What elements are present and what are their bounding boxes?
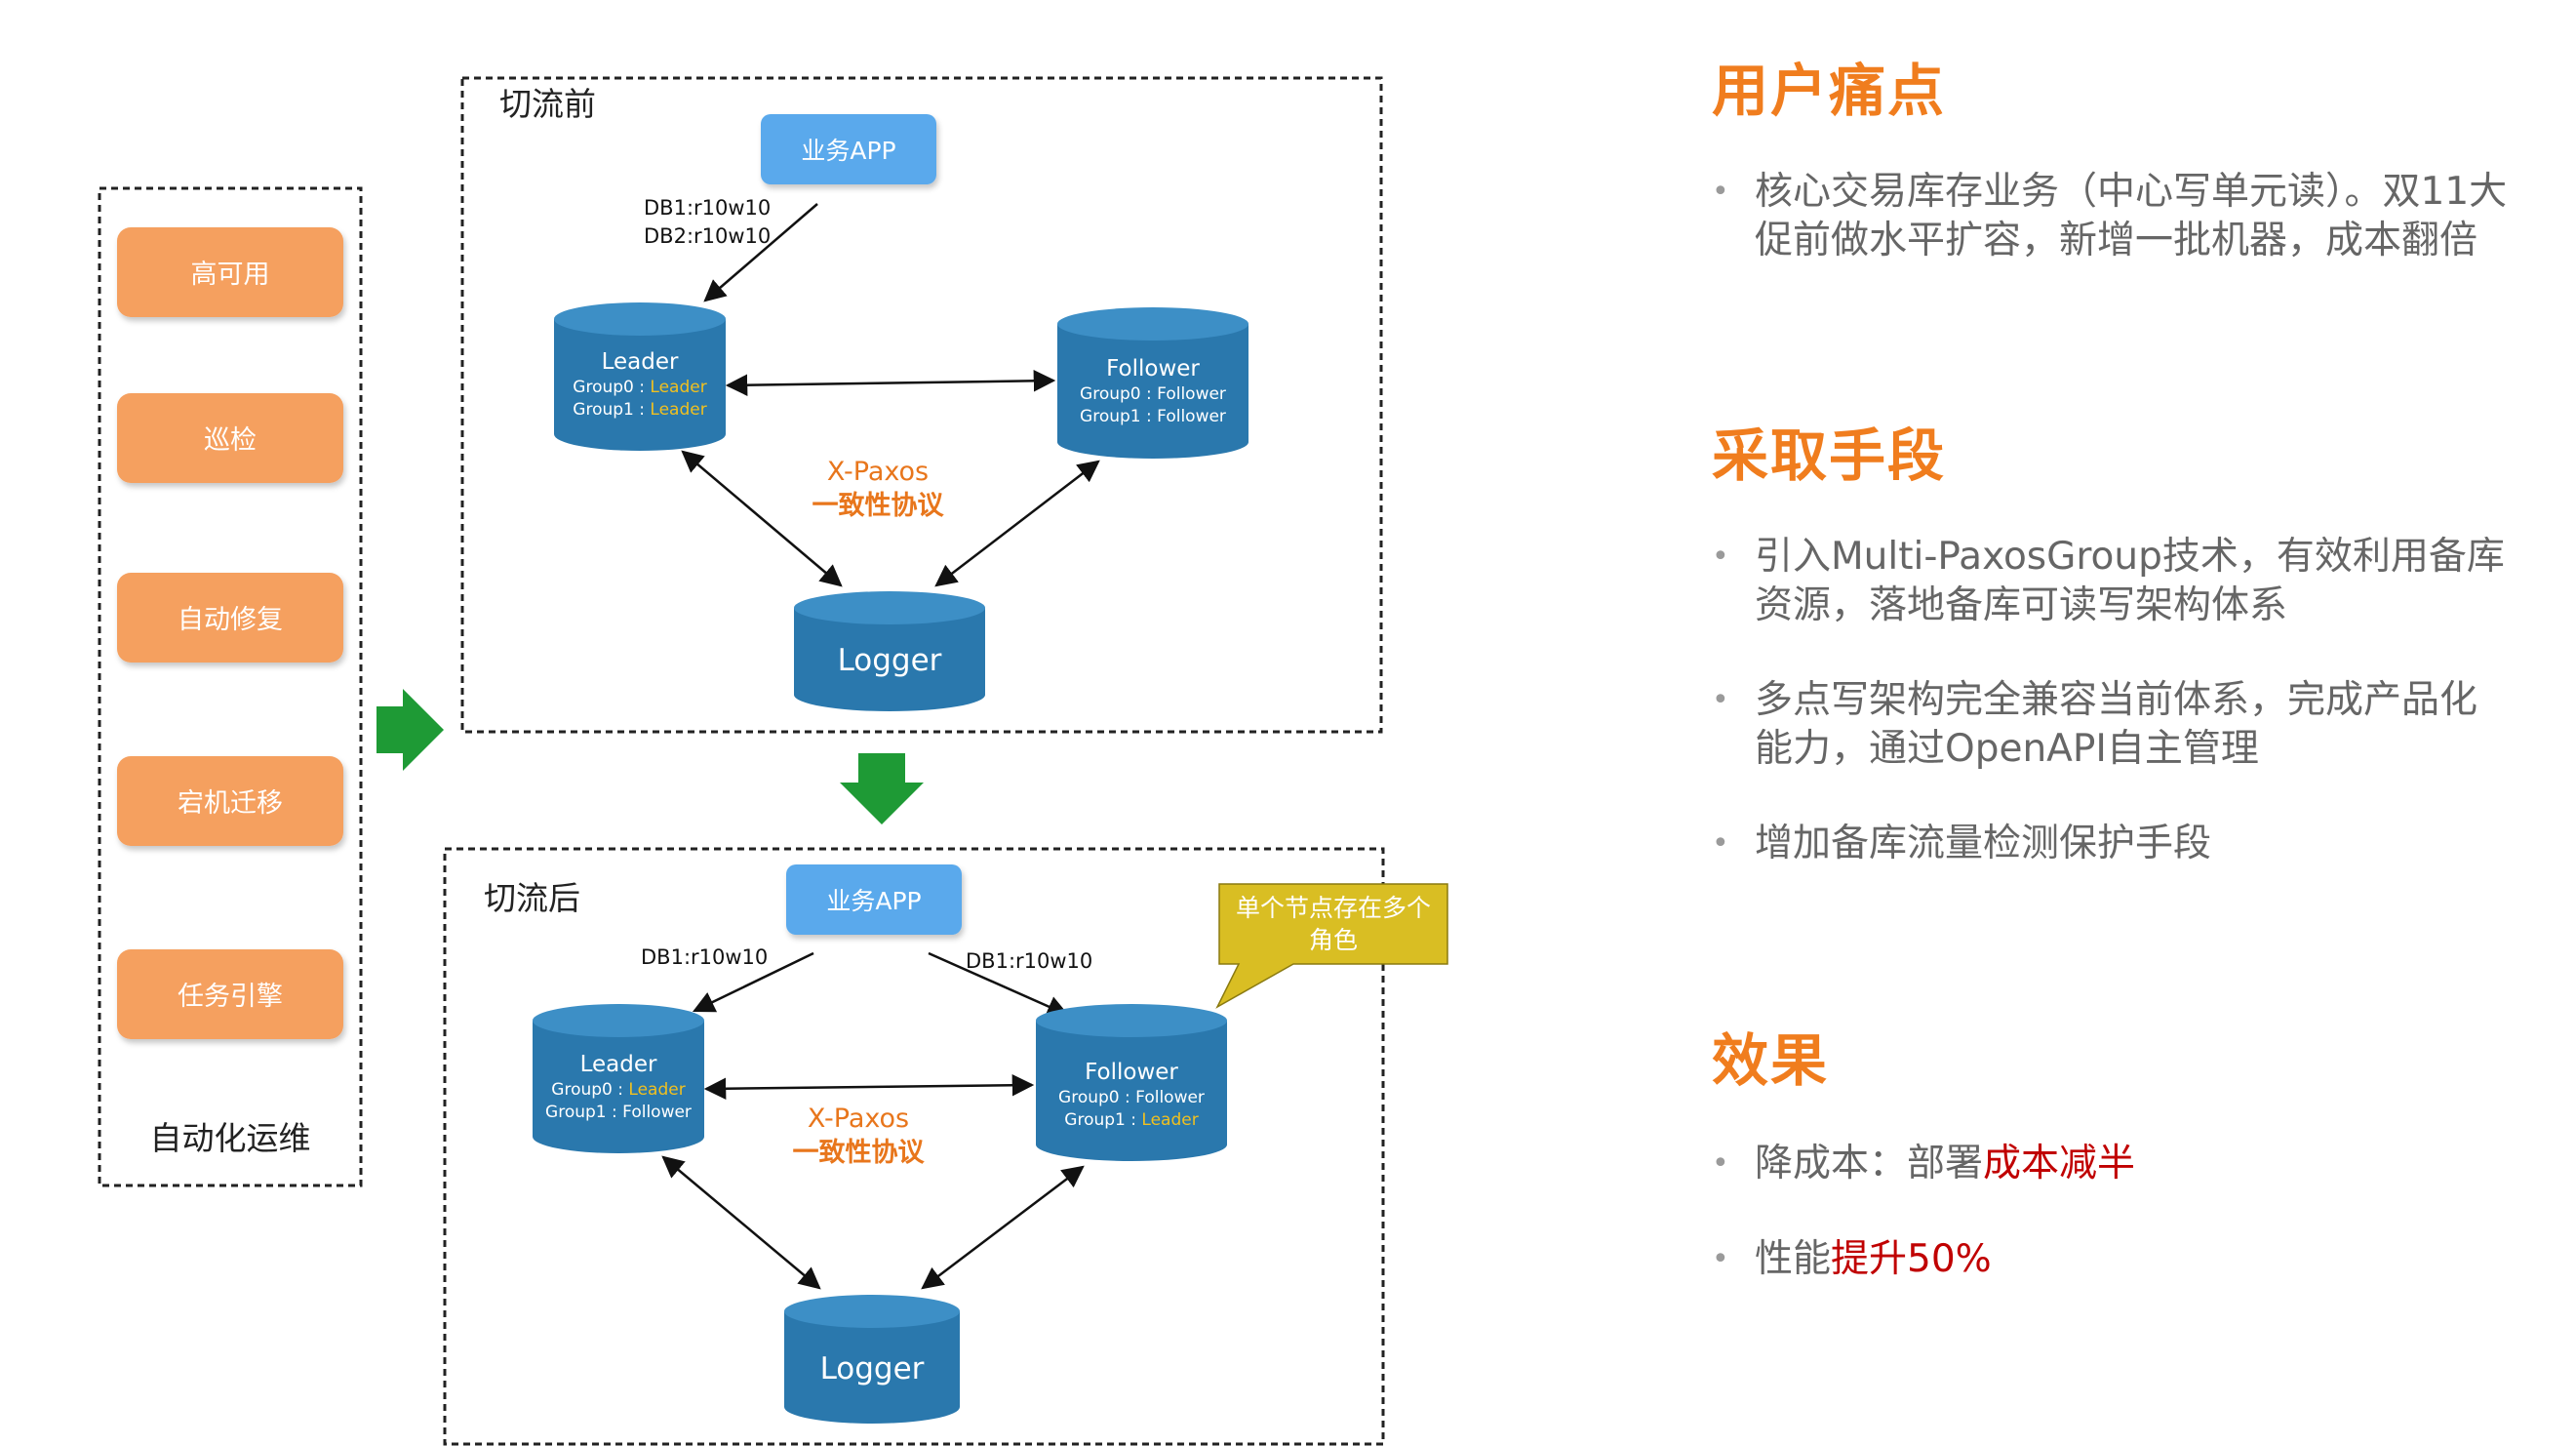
paxos-arrow — [661, 1155, 821, 1290]
logger-db: Logger — [794, 591, 985, 711]
frame-title: 切流前 — [499, 85, 596, 123]
app-box: 业务APP — [761, 114, 936, 184]
route-label: DB1:r10w10 — [644, 196, 771, 220]
callout-bubble: 单个节点存在多个 角色 — [1215, 883, 1448, 1009]
db-group0: Group0 : Leader — [573, 378, 706, 397]
ops-item-task-engine: 任务引擎 — [117, 949, 343, 1039]
ops-item-label: 任务引擎 — [178, 982, 283, 1012]
bullet-dot-icon: • — [1712, 1242, 1729, 1276]
green-arrow-right-icon — [376, 689, 444, 771]
db-title: Follower — [1085, 1060, 1178, 1085]
follower-db: Follower Group0 : Follower Group1 : Foll… — [1057, 307, 1248, 459]
before-frame: 切流前 业务APP DB1:r10w10 DB2:r10w10 Leader G… — [460, 76, 1383, 734]
right-panel: 用户痛点 • 核心交易库存业务（中心写单元读）。双11大促前做水平扩容，新增一批… — [1712, 0, 2551, 1446]
ops-item-label: 自动修复 — [178, 605, 283, 635]
ops-item-label: 巡检 — [204, 425, 257, 456]
db-group1: Group1 : Leader — [573, 400, 706, 420]
paxos-arrow — [921, 1165, 1085, 1290]
db-title: Logger — [820, 1351, 925, 1386]
replication-arrow — [725, 370, 1056, 396]
ops-item-inspection: 巡检 — [117, 393, 343, 483]
db-title: Leader — [602, 349, 679, 375]
db-title: Logger — [838, 643, 942, 678]
paxos-arrow — [681, 450, 843, 587]
after-frame: 切流后 业务APP DB1:r10w10 DB1:r10w10 Leader G… — [443, 847, 1448, 1446]
leader-db: Leader Group0 : Leader Group1 : Follower — [533, 1004, 704, 1153]
callout-line: 单个节点存在多个 — [1236, 894, 1431, 922]
route-arrow — [928, 951, 1070, 1018]
db-group1: Group1 : Follower — [1080, 407, 1226, 426]
paxos-arrow — [934, 460, 1100, 587]
route-label: DB2:r10w10 — [644, 224, 771, 248]
measure-bullet: • 多点写架构完全兼容当前体系，完成产品化能力，通过OpenAPI自主管理 — [1712, 678, 2478, 771]
route-label: DB1:r10w10 — [966, 949, 1092, 973]
db-title: Follower — [1106, 356, 1200, 382]
app-box: 业务APP — [786, 864, 962, 935]
callout-line: 角色 — [1309, 926, 1358, 954]
ops-panel: 高可用 巡检 自动修复 宕机迁移 任务引擎 自动化运维 — [98, 186, 363, 1187]
ops-item-high-availability: 高可用 — [117, 227, 343, 317]
db-group1: Group1 : Leader — [1064, 1110, 1198, 1130]
measure-title: 采取手段 — [1712, 422, 1947, 489]
measure-bullet: • 增加备库流量检测保护手段 — [1712, 820, 2512, 868]
follower-db: Follower Group0 : Follower Group1 : Lead… — [1036, 1004, 1227, 1161]
bullet-dot-icon: • — [1712, 175, 1729, 209]
route-arrow — [692, 951, 814, 1013]
effect-bullet: • 降成本：部署成本减半 — [1712, 1140, 2512, 1188]
ops-item-auto-repair: 自动修复 — [117, 573, 343, 663]
bullet-dot-icon: • — [1712, 826, 1729, 861]
ops-panel-caption: 自动化运维 — [150, 1119, 311, 1157]
db-group0: Group0 : Leader — [551, 1080, 685, 1100]
route-arrow — [703, 203, 818, 302]
db-title: Leader — [580, 1052, 657, 1077]
route-label: DB1:r10w10 — [641, 945, 768, 969]
db-group1: Group1 : Follower — [545, 1103, 692, 1122]
pain-title: 用户痛点 — [1712, 58, 1947, 124]
frame-title: 切流后 — [484, 879, 580, 917]
leader-db: Leader Group0 : Leader Group1 : Leader — [554, 302, 726, 451]
ops-item-label: 高可用 — [191, 260, 270, 290]
effect-title: 效果 — [1712, 1027, 1830, 1094]
bullet-dot-icon: • — [1712, 1146, 1729, 1181]
effect-highlight: 成本减半 — [1983, 1142, 2136, 1185]
db-group0: Group0 : Follower — [1058, 1088, 1205, 1107]
green-arrow-down-icon — [840, 753, 924, 824]
ops-item-label: 宕机迁移 — [178, 788, 283, 819]
replication-arrow — [703, 1073, 1035, 1101]
effect-highlight: 提升50% — [1831, 1237, 1992, 1281]
db-group0: Group0 : Follower — [1080, 384, 1226, 404]
app-label: 业务APP — [826, 887, 921, 915]
bullet-dot-icon: • — [1712, 683, 1729, 717]
logger-db: Logger — [784, 1295, 960, 1424]
protocol-name: X-Paxos — [827, 457, 929, 487]
measure-bullet: • 引入Multi-PaxosGroup技术，有效利用备库资源，落地备库可读写架… — [1712, 535, 2505, 627]
pain-bullet: • 核心交易库存业务（中心写单元读）。双11大促前做水平扩容，新增一批机器，成本… — [1712, 170, 2508, 262]
app-label: 业务APP — [801, 137, 895, 165]
protocol-name: X-Paxos — [808, 1104, 909, 1134]
ops-item-failover: 宕机迁移 — [117, 756, 343, 846]
protocol-desc: 一致性协议 — [793, 1137, 926, 1168]
protocol-desc: 一致性协议 — [812, 490, 945, 521]
bullet-dot-icon: • — [1712, 540, 1729, 574]
effect-bullet: • 性能提升50% — [1712, 1235, 2512, 1284]
